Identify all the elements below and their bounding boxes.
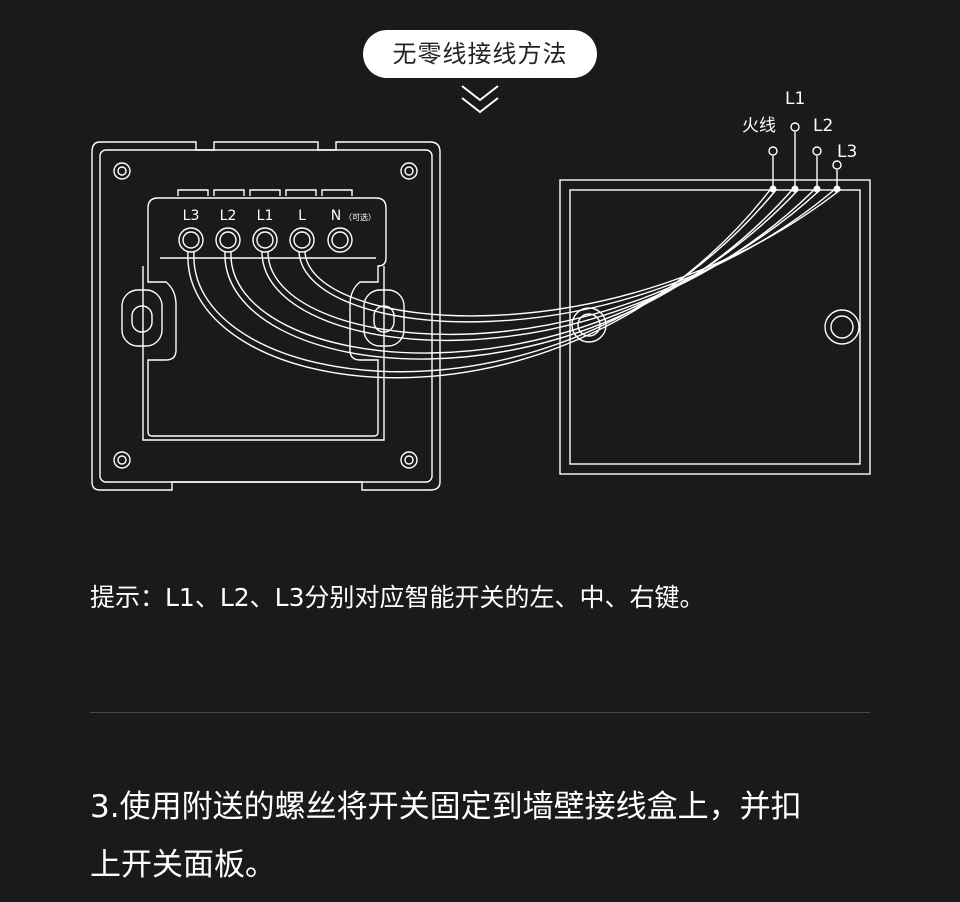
wiring-diagram: L3 L2 L1 L N （可选） 火线 L1 L2 L3 [91,89,871,491]
method-title: 无零线接线方法 [392,40,568,68]
section-divider [90,712,870,713]
terminal-label-l3: L3 [183,208,200,224]
wiring-tip: 提示：L1、L2、L3分别对应智能开关的左、中、右键。 [90,583,705,612]
wire-label-live: 火线 [742,116,776,136]
switch-panel-outline [91,141,441,491]
method-title-badge: 无零线接线方法 [363,30,597,78]
wire-label-l3: L3 [837,142,857,162]
switch-module-outline [147,197,387,437]
wire-bundle [187,189,841,379]
wire-label-l1: L1 [785,89,805,109]
terminal-label-l: L [298,208,306,224]
wire-label-l2: L2 [813,116,833,136]
terminal-label-n-note: （可选） [344,212,376,222]
terminal-label-l1: L1 [257,208,274,224]
chevron-down-icon [461,85,499,114]
terminal-label-n: N [331,208,341,224]
terminal-label-l2: L2 [220,208,237,224]
install-step: 3.使用附送的螺丝将开关固定到墙壁接线盒上，并扣 上开关面板。 [90,778,890,894]
install-step-line-2: 上开关面板。 [90,847,276,883]
install-step-line-1: 3.使用附送的螺丝将开关固定到墙壁接线盒上，并扣 [90,789,802,825]
